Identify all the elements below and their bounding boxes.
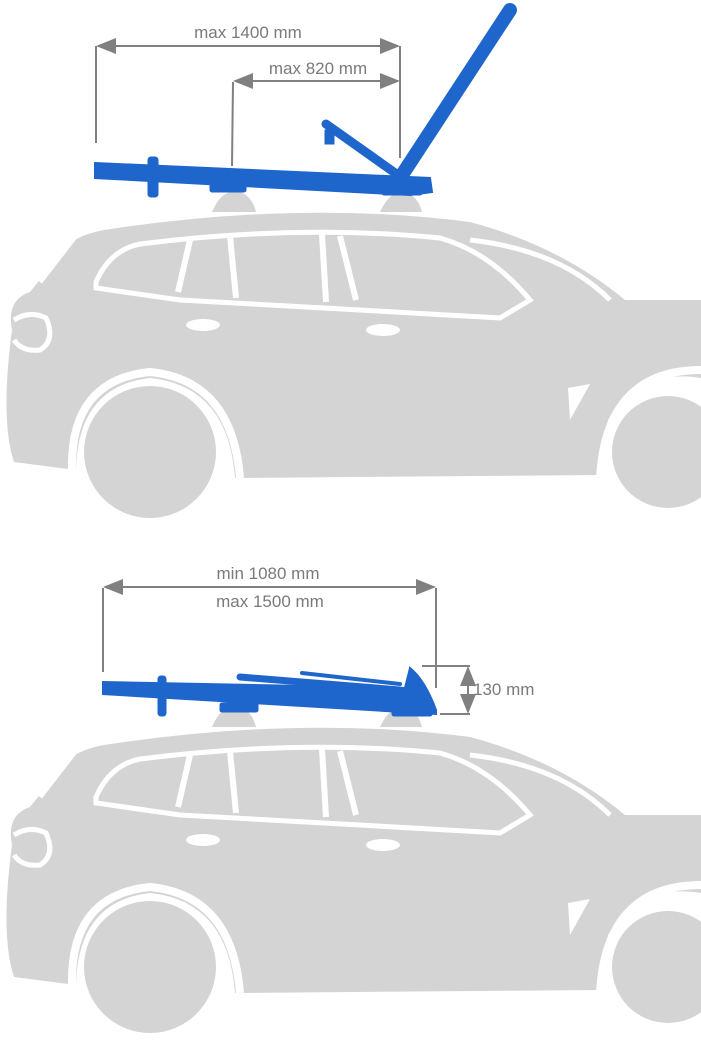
bike-rack-open <box>94 3 517 198</box>
dimension-outer: max 1400 mm <box>95 23 401 158</box>
dimension-outer-label: max 1400 mm <box>194 23 302 42</box>
dimension-max-label: max 1500 mm <box>216 592 324 611</box>
bike-rack-folded <box>102 666 437 717</box>
dimension-length: min 1080 mm max 1500 mm <box>102 564 437 688</box>
dimension-inner-label: max 820 mm <box>269 59 367 78</box>
car-silhouette-top <box>6 191 701 518</box>
dimension-height: 130 mm <box>422 665 534 715</box>
dimension-inner: max 820 mm <box>231 59 400 167</box>
dimension-min-label: min 1080 mm <box>217 564 320 583</box>
car-silhouette-bottom <box>6 706 701 1033</box>
dimension-height-label: 130 mm <box>473 680 534 699</box>
